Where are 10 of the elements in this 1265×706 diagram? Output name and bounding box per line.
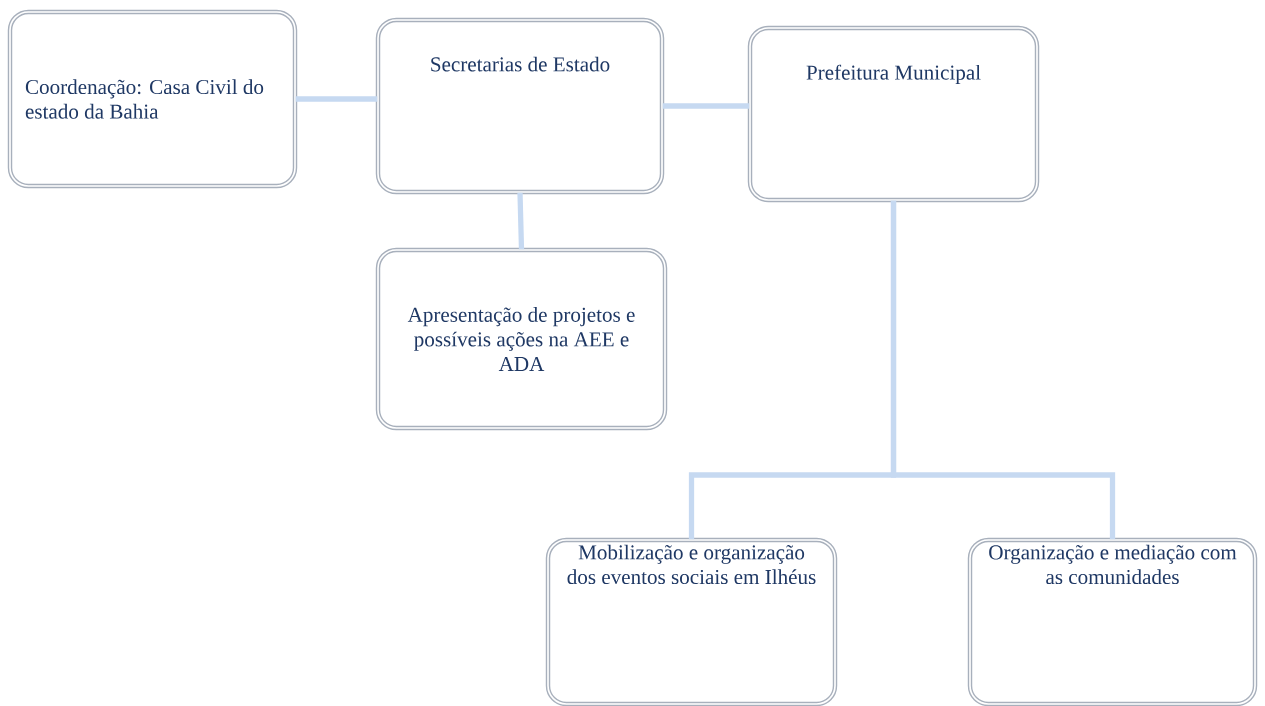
- connector-line: [662, 103, 750, 109]
- org-box: Apresentação de projetos e possíveis ações na AEE e ADA: [375, 247, 668, 431]
- org-box: Mobilização e organização dos eventos sociais em Ilhéus: [545, 537, 838, 706]
- org-box: Prefeitura Municipal: [747, 25, 1040, 203]
- connector-line: [295, 96, 378, 102]
- connector-line: [517, 192, 525, 250]
- connector-line: [890, 200, 1116, 540]
- org-box: Coordenação: Casa Civil do estado da Bahia: [7, 9, 298, 189]
- org-box: Secretarias de Estado: [375, 17, 665, 195]
- org-box: Organização e mediação com as comunidades: [967, 537, 1258, 706]
